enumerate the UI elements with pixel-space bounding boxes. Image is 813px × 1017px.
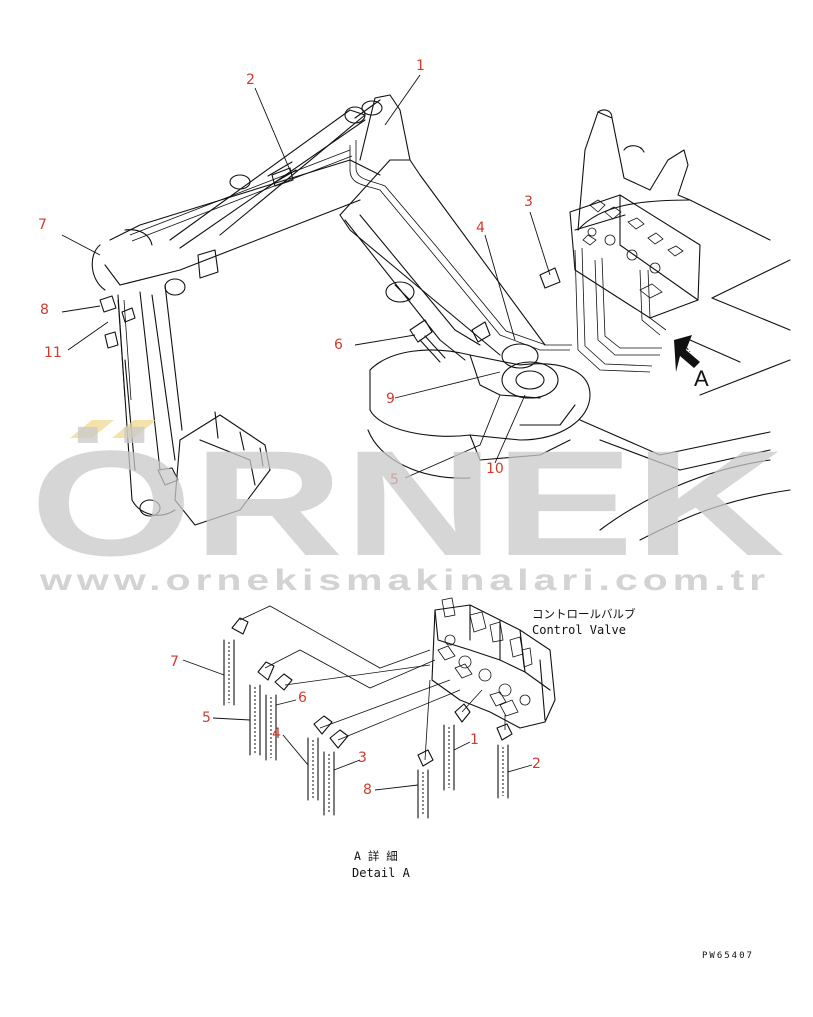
detail-callout-6: 6 <box>298 690 307 706</box>
detail-caption-jp: A 詳 細 <box>354 849 398 863</box>
detail-a-drawing <box>182 597 556 819</box>
control-valve-label-en: Control Valve <box>532 623 626 637</box>
callout-3: 3 <box>524 194 533 210</box>
hose-7 <box>223 617 249 706</box>
watermark-brand: ÖRNEK <box>30 419 785 587</box>
detail-caption-en: Detail A <box>352 866 411 880</box>
hose-5 <box>249 661 275 756</box>
callout-1: 1 <box>416 58 425 74</box>
detail-callout-1: 1 <box>470 732 479 748</box>
callout-8: 8 <box>40 302 49 318</box>
view-label-a: A <box>694 366 709 391</box>
detail-callout-4: 4 <box>272 726 281 742</box>
view-arrow-a <box>674 335 700 372</box>
callout-7: 7 <box>38 217 47 233</box>
watermark-url: www.ornekismakinalari.com.tr <box>39 564 770 597</box>
hose-2 <box>496 723 513 799</box>
detail-callout-2: 2 <box>532 756 541 772</box>
hose-3 <box>323 729 349 816</box>
callout-4: 4 <box>476 220 485 236</box>
watermark: ÖRNEK www.ornekismakinalari.com.tr <box>30 419 785 597</box>
callout-2: 2 <box>246 72 255 88</box>
hose-1 <box>443 703 471 791</box>
detail-callout-8: 8 <box>363 782 372 798</box>
detail-labels: コントロールバルブ Control Valve 1 2 3 4 5 6 7 8 … <box>170 607 636 880</box>
callout-11: 11 <box>44 345 62 361</box>
main-callouts: 1 2 3 4 5 6 7 8 9 10 11 A <box>38 58 709 488</box>
callout-5: 5 <box>390 472 399 488</box>
control-valve-label-jp: コントロールバルブ <box>532 607 636 621</box>
arm-assembly-drawing <box>61 74 791 541</box>
callout-10: 10 <box>486 461 504 477</box>
callout-6: 6 <box>334 337 343 353</box>
hose-6 <box>265 673 293 761</box>
hose-4 <box>307 715 333 801</box>
detail-callout-3: 3 <box>358 750 367 766</box>
callout-9: 9 <box>386 391 395 407</box>
detail-callout-7: 7 <box>170 654 179 670</box>
detail-callout-5: 5 <box>202 710 211 726</box>
hose-8 <box>417 749 434 819</box>
drawing-code: PW65407 <box>702 951 754 961</box>
